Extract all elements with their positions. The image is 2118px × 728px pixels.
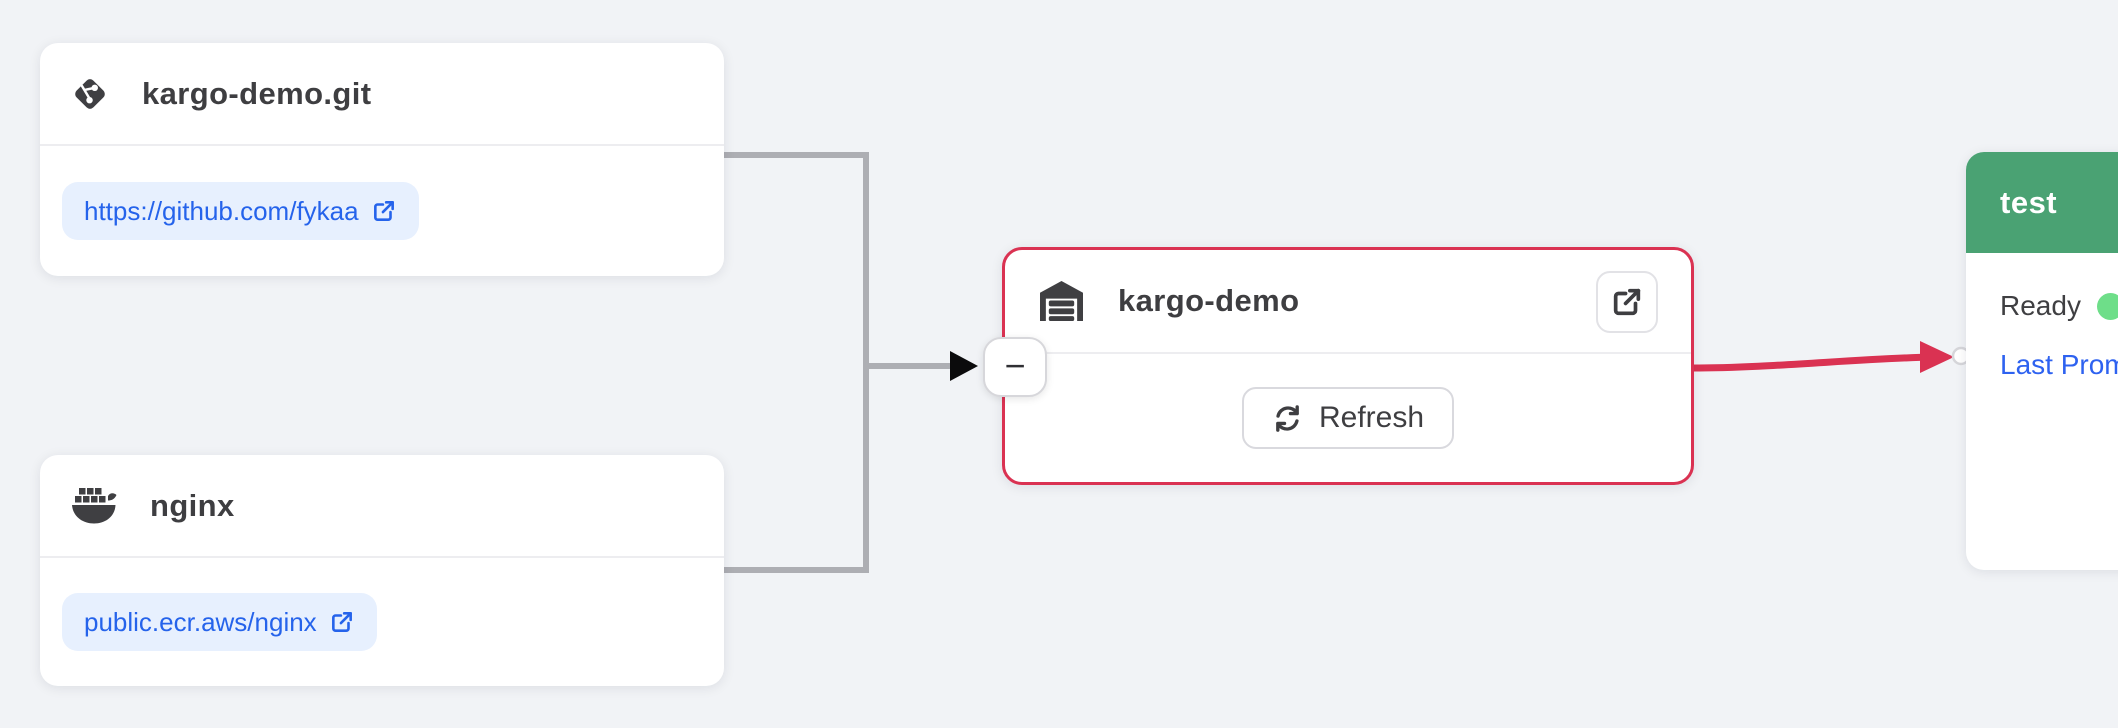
stage-status-label: Ready xyxy=(2000,290,2081,321)
subscription-title: nginx xyxy=(150,487,235,523)
subscription-card-git-body: https://github.com/fykaa xyxy=(40,146,724,276)
image-url-label: public.ecr.aws/nginx xyxy=(84,606,317,637)
subscription-card-git: kargo-demo.git https://github.com/fykaa xyxy=(40,43,724,276)
stage-header: test xyxy=(1966,152,2118,253)
image-url-chip[interactable]: public.ecr.aws/nginx xyxy=(62,593,377,651)
stage-node-test[interactable]: test Ready Last Promotion xyxy=(1966,152,2118,570)
stage-health-row: Ready xyxy=(2000,289,2118,323)
warehouse-icon xyxy=(1037,280,1086,323)
subscription-card-nginx-body: public.ecr.aws/nginx xyxy=(40,558,724,686)
subscription-title: kargo-demo.git xyxy=(142,75,372,111)
last-promotion-link[interactable]: Last Promotion xyxy=(2000,349,2118,380)
promote-edge xyxy=(1688,353,1936,372)
stage-title: test xyxy=(2000,184,2058,220)
git-icon xyxy=(70,75,110,113)
warehouse-arrowhead-icon xyxy=(950,351,978,381)
external-link-icon xyxy=(1610,285,1644,319)
warehouse-body: Refresh xyxy=(1005,354,1691,482)
refresh-button[interactable]: Refresh xyxy=(1241,387,1455,449)
external-link-icon xyxy=(329,609,355,635)
refresh-icon xyxy=(1272,403,1303,434)
subscription-card-nginx-header: nginx xyxy=(40,455,724,558)
healthy-status-dot xyxy=(2096,292,2118,320)
warehouse-title: kargo-demo xyxy=(1118,283,1300,318)
subscription-card-git-header: kargo-demo.git xyxy=(40,43,724,146)
warehouse-header: kargo-demo xyxy=(1005,250,1691,354)
collapse-upstream-button[interactable]: − xyxy=(983,337,1047,397)
subscription-card-nginx: nginx public.ecr.aws/nginx xyxy=(40,455,724,686)
refresh-label: Refresh xyxy=(1318,401,1425,434)
minus-icon: − xyxy=(1004,344,1026,386)
warehouse-node[interactable]: kargo-demo xyxy=(1002,247,1694,485)
external-link-icon xyxy=(371,198,397,224)
repo-url-label: https://github.com/fykaa xyxy=(84,195,359,226)
open-warehouse-button[interactable] xyxy=(1596,271,1658,333)
promote-arrowhead-icon xyxy=(1920,341,1954,373)
repo-url-chip[interactable]: https://github.com/fykaa xyxy=(62,182,419,240)
subscription-connector-line xyxy=(724,152,869,573)
stage-body: Ready Last Promotion xyxy=(1966,253,2118,383)
docker-icon xyxy=(70,486,118,526)
